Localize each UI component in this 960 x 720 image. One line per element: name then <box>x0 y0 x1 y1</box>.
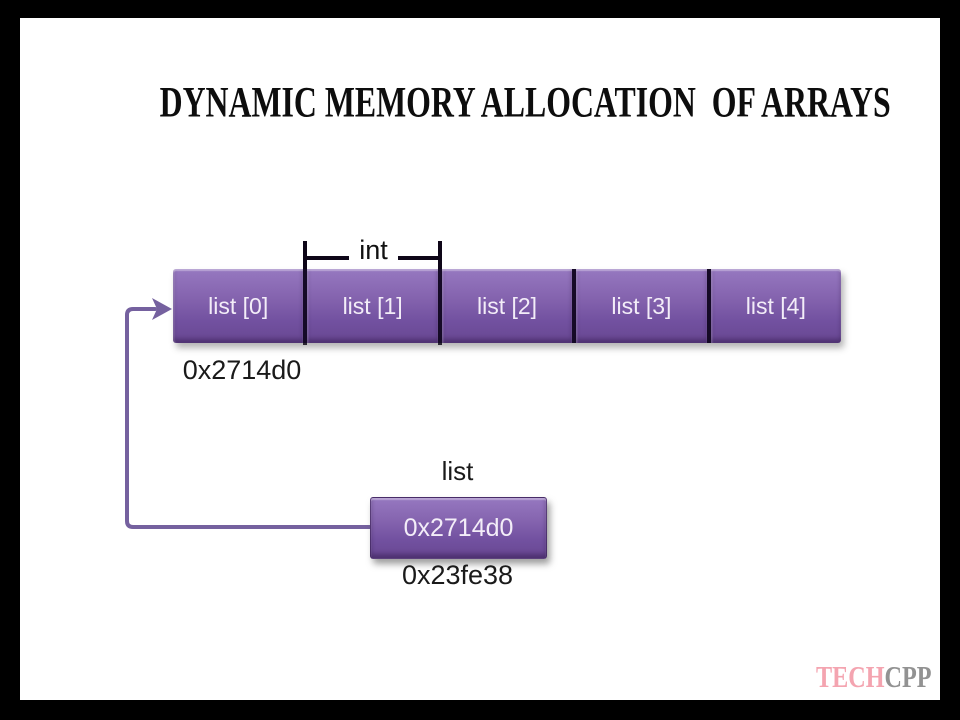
array-cell-4: list [4] <box>710 269 842 343</box>
array-cell-0: list [0] <box>173 269 304 343</box>
int-bracket-left-tick <box>307 256 349 260</box>
array-cell-2: list [2] <box>441 269 573 343</box>
int-bracket-right-tick <box>398 256 438 260</box>
cell-divider <box>437 269 442 343</box>
logo-cpp-text: CPP <box>884 659 932 694</box>
array-base-address-label: 0x2714d0 <box>182 355 302 385</box>
cell-divider <box>303 269 308 343</box>
pointer-value-box: 0x2714d0 <box>370 497 547 559</box>
techcpp-logo: TECHCPP <box>816 659 932 695</box>
cell-divider <box>572 269 577 343</box>
slide-title: DYNAMIC MEMORY ALLOCATION OF ARRAYS <box>159 78 891 127</box>
array-cell-3: list [3] <box>576 269 707 343</box>
pointer-variable-label: list <box>441 456 474 486</box>
array-memory-block: list [0] list [1] list [2] list [3] list… <box>173 269 842 343</box>
arrowhead-icon <box>152 298 172 320</box>
pointer-value-text: 0x2714d0 <box>403 513 514 542</box>
cell-divider <box>706 269 711 343</box>
logo-tech-text: TECH <box>816 659 885 694</box>
pointer-address-label: 0x23fe38 <box>401 560 514 590</box>
int-type-label: int <box>359 235 388 265</box>
array-cell-1: list [1] <box>307 269 438 343</box>
